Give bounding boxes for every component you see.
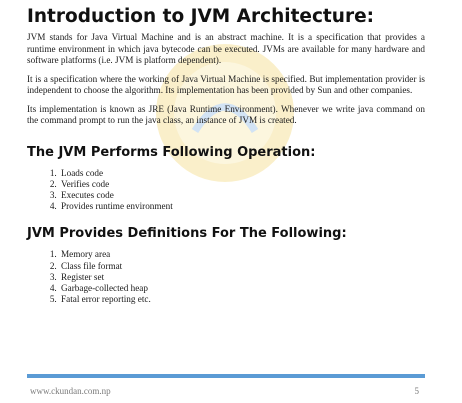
list-item: Register set [59,272,425,283]
definitions-list: Memory area Class file format Register s… [27,249,425,305]
footer-url: www.ckundan.com.np [30,386,111,396]
page-title: Introduction to JVM Architecture: [27,6,375,27]
list-item: Class file format [59,261,425,272]
list-item: Provides runtime environment [59,201,425,212]
paragraph-specification: It is a specification where the working … [27,73,425,96]
list-item: Loads code [59,168,425,179]
footer-divider [27,374,425,378]
paragraph-intro: JVM stands for Java Virtual Machine and … [27,32,425,65]
list-item: Garbage-collected heap [59,283,425,294]
section-heading-operations: The JVM Performs Following Operation: [27,144,316,160]
document-page: Introduction to JVM Architecture: JVM st… [27,0,425,305]
list-item: Fatal error reporting etc. [59,294,425,305]
paragraph-implementation: Its implementation is known as JRE (Java… [27,103,425,126]
section-heading-definitions: JVM Provides Definitions For The Followi… [27,226,347,242]
list-item: Memory area [59,249,425,260]
list-item: Verifies code [59,179,425,190]
list-item: Executes code [59,190,425,201]
page-number: 5 [414,386,420,396]
operations-list: Loads code Verifies code Executes code P… [27,168,425,213]
